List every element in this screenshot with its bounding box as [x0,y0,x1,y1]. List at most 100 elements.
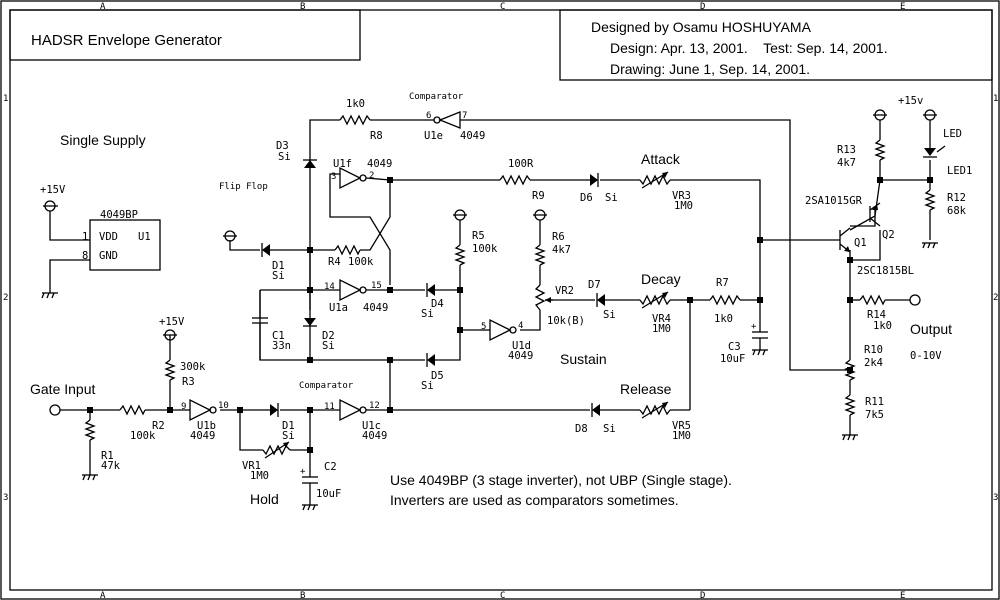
c3-ref: C3 [728,341,741,353]
col-marker-d-top: D [700,2,705,12]
vr4-ref: VR4 [652,313,671,325]
d3-value: Si [278,151,291,163]
resistor-icon [84,419,96,441]
vr5-value: 1M0 [672,430,691,442]
diode-d1-ff-icon [261,243,270,257]
resistor-icon [709,294,741,306]
d1-ff-ref: D1 [272,260,285,272]
resistor-icon [339,114,371,126]
output-terminal[interactable] [909,294,921,306]
gate-input-label: Gate Input [30,381,95,397]
u1f-value: 4049 [367,158,392,170]
r2-ref: R2 [152,420,165,432]
capacitor-c2-icon: + [300,467,318,484]
c3-value: 10uF [720,353,745,365]
r13-ref: R13 [837,144,856,156]
r9-value: 100R [508,158,534,170]
capacitor-c1-icon [252,290,268,360]
schematic-title: HADSR Envelope Generator [31,32,222,49]
inverter-u1f-icon [339,166,391,190]
vr3-value: 1M0 [674,200,693,212]
inverter-u1a-icon [339,278,390,302]
gnd-pin-number: 8 [82,250,88,262]
note-line-1: Use 4049BP (3 stage inverter), not UBP (… [390,472,732,488]
u1b-value: 4049 [190,430,215,442]
col-marker-c-top: C [500,2,505,12]
hold-label: Hold [250,491,279,507]
diode-d6-icon [590,173,599,187]
vr4-value: 1M0 [652,323,671,335]
u1d-pin-in: 5 [481,322,486,332]
u1a-value: 4049 [363,302,388,314]
r4-value: 100k [348,256,374,268]
c1-value: 33n [272,340,291,352]
comparator-bottom-label: Comparator [299,381,354,391]
vr2-ref: VR2 [555,285,574,297]
vdd-pin-number: 1 [82,231,88,243]
resistor-icon [924,189,936,211]
ground-icon [842,434,858,441]
diode-d1-hold-icon [270,403,279,417]
transistor-q1-icon [839,227,851,253]
d7-value: Si [603,309,616,321]
row-marker-2-right: 2 [993,293,998,303]
resistor-icon [844,359,856,381]
d5-value: Si [421,380,434,392]
diode-d5-icon [426,353,435,367]
output-range-label: 0-10V [910,350,942,362]
r14-ref: R14 [867,309,886,321]
d8-ref: D8 [575,423,588,435]
diode-d2-icon [303,318,317,327]
u1b-ref: U1b [197,420,216,432]
gate-input-terminal[interactable] [49,404,61,416]
output-label: Output [910,321,952,337]
r5-value: 100k [472,243,498,255]
d7-ref: D7 [588,279,601,291]
r2-value: 100k [130,430,156,442]
vr3-ref: VR3 [672,190,691,202]
vr1-value: 1M0 [250,470,269,482]
ground-icon [82,474,98,481]
led-icon [923,145,946,158]
ground-icon [752,349,768,356]
row-marker-3-left: 3 [3,493,8,503]
flip-flop-label: Flip Flop [219,182,268,192]
col-marker-a-bottom: A [100,591,106,600]
q1-part: 2SC1815BL [857,265,914,277]
power-terminal-icon [163,329,177,341]
c2-ref: C2 [324,461,337,473]
r4-ref: R4 [328,256,341,268]
resistor-icon [534,244,546,266]
resistor-icon [454,244,466,266]
c1-ref: C1 [272,330,285,342]
design-dates: Design: Apr. 13, 2001. Test: Sep. 14, 20… [610,40,888,56]
u1c-value: 4049 [362,430,387,442]
vr1-ref: VR1 [242,460,261,472]
resistor-icon [844,394,856,416]
d1-hold-ref: D1 [282,420,295,432]
r3-value: 300k [180,361,206,373]
ic-package-box [89,219,161,271]
u1a-ref: U1a [329,302,348,314]
row-marker-1-right: 1 [993,94,998,104]
r8-value: 1k0 [346,98,365,110]
u1f-ref: U1f [333,158,352,170]
d4-value: Si [421,308,434,320]
ground-icon [302,504,318,511]
r13-value: 4k7 [837,157,856,169]
r10-ref: R10 [864,344,883,356]
u1c-pin-out: 12 [369,401,380,411]
resistor-icon [874,139,886,161]
attack-label: Attack [641,151,681,167]
row-marker-3-right: 3 [993,493,998,503]
drawing-dates: Drawing: June 1, Sep. 14, 2001. [610,61,810,77]
d6-ref: D6 [580,192,593,204]
ground-icon [922,242,938,249]
d6-value: Si [605,192,618,204]
ground-icon [41,292,58,299]
d2-value: Si [322,340,335,352]
col-marker-b-bottom: B [300,591,305,600]
junctions [87,177,933,453]
vr2-value: 10k(B) [547,315,585,327]
